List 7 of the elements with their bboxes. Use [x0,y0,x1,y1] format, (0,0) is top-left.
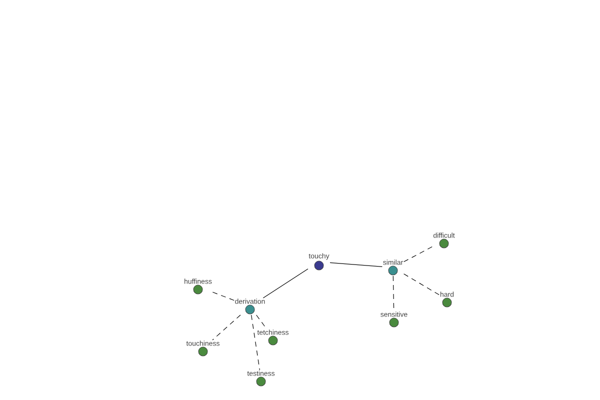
connector [404,246,433,262]
connector [212,292,234,301]
connector [330,262,382,267]
connector [262,268,308,298]
connector [404,274,440,296]
connector [212,314,241,340]
connector [251,314,260,370]
